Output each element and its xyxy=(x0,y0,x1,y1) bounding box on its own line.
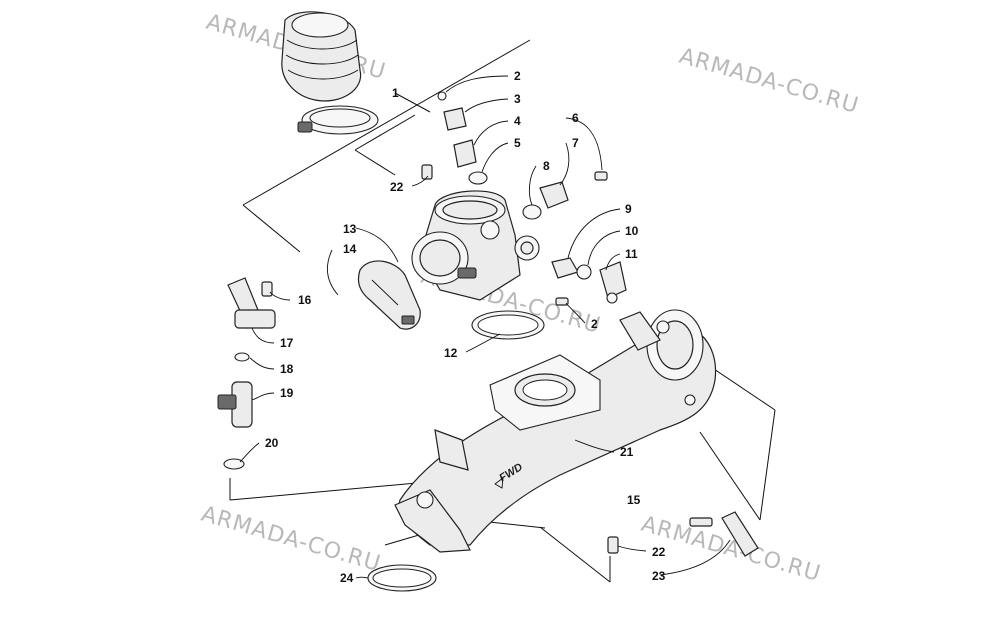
sensor-parts-right xyxy=(551,257,627,306)
callout-16: 16 xyxy=(298,293,312,307)
intake-manifold: FWD xyxy=(394,309,717,553)
callout-18: 18 xyxy=(280,362,294,376)
callout-2-top: 2 xyxy=(514,69,521,83)
throttle-body xyxy=(411,190,540,301)
assembly-frame-1 xyxy=(242,39,531,253)
callout-10: 10 xyxy=(625,224,639,238)
callout-24: 24 xyxy=(340,571,354,585)
callout-22-bottom: 22 xyxy=(652,545,666,559)
callout-14: 14 xyxy=(343,242,357,256)
small-parts-top xyxy=(421,91,608,220)
callout-22-top: 22 xyxy=(390,180,404,194)
callout-12: 12 xyxy=(444,346,458,360)
throttle-cover xyxy=(357,260,421,330)
leader-lines xyxy=(239,75,731,579)
gasket-24 xyxy=(367,564,437,592)
callout-9: 9 xyxy=(625,202,632,216)
callout-8: 8 xyxy=(543,159,550,173)
callout-21: 21 xyxy=(620,445,634,459)
callout-15: 15 xyxy=(627,493,641,507)
callout-17: 17 xyxy=(280,336,294,350)
callout-19: 19 xyxy=(280,386,294,400)
callout-labels: 1 2 3 4 5 6 7 8 9 10 11 2 12 13 14 15 16… xyxy=(265,69,666,585)
callout-6: 6 xyxy=(572,111,579,125)
callout-3: 3 xyxy=(514,92,521,106)
callout-11: 11 xyxy=(625,247,638,261)
bolt-bracket-bottom xyxy=(607,511,759,557)
callout-23: 23 xyxy=(652,569,666,583)
callout-5: 5 xyxy=(514,136,521,150)
callout-20: 20 xyxy=(265,436,279,450)
callout-1: 1 xyxy=(392,86,399,100)
callout-4: 4 xyxy=(514,114,521,128)
callout-2-right: 2 xyxy=(591,317,598,331)
callout-13: 13 xyxy=(343,222,357,236)
intake-boot xyxy=(281,11,379,135)
oring-12 xyxy=(471,310,545,340)
callout-7: 7 xyxy=(572,136,579,150)
watermark-top-right: ARMADA-CO.RU xyxy=(676,44,861,119)
watermark-bottom-left: ARMADA-CO.RU xyxy=(198,502,383,577)
injector-group xyxy=(217,277,276,470)
